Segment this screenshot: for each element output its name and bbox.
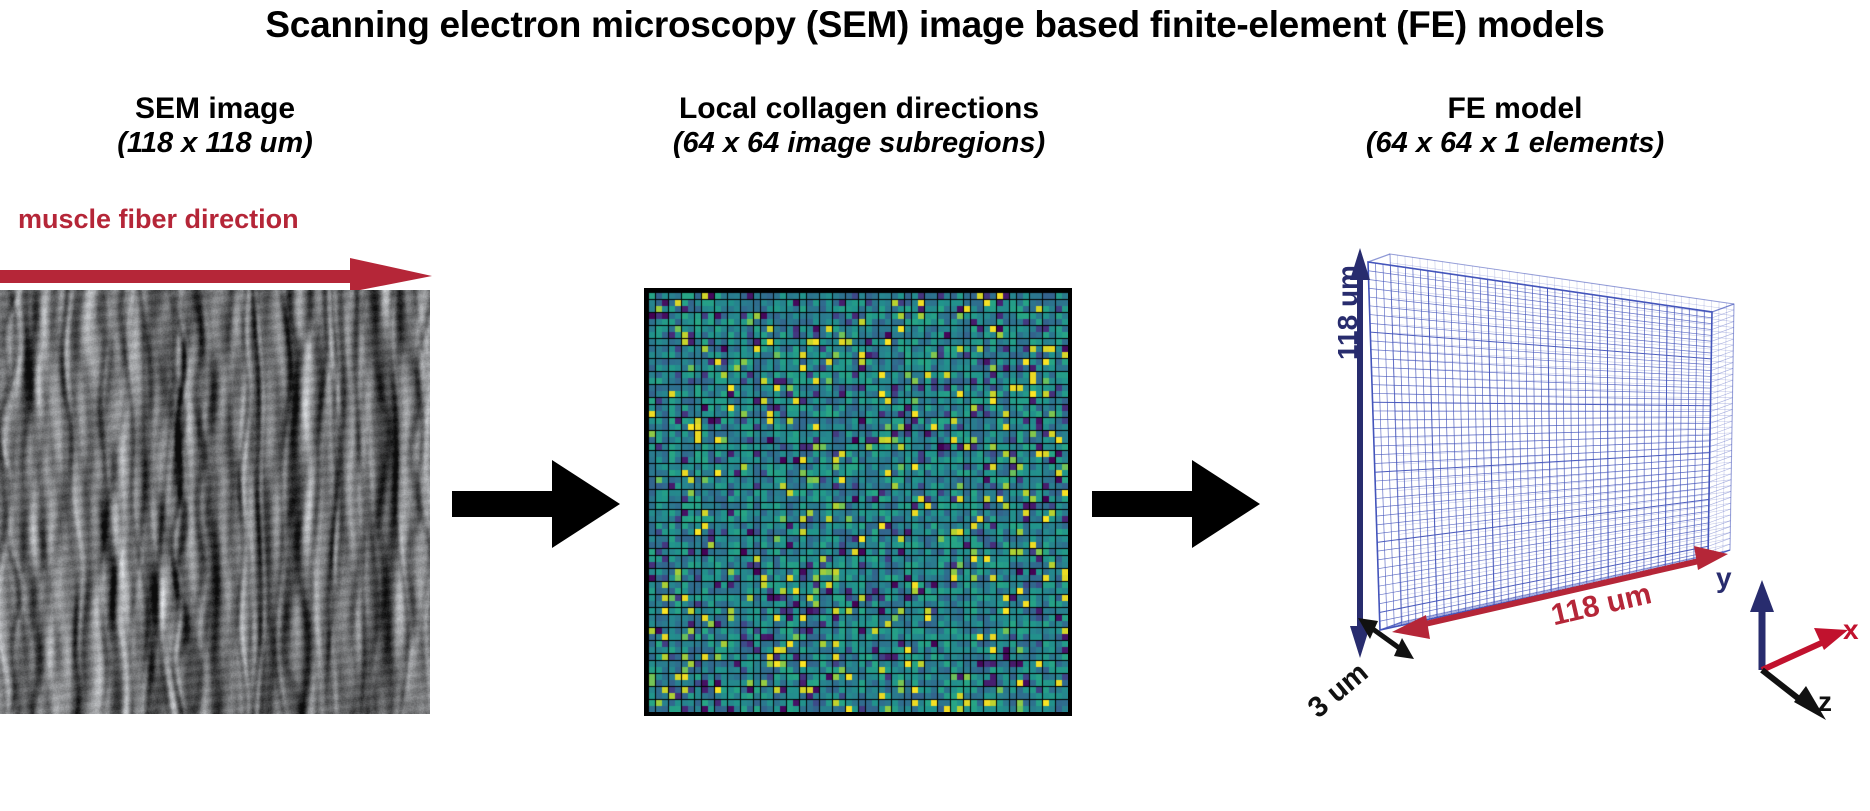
fe-width-arrow bbox=[1392, 546, 1728, 639]
axis-x-arrow bbox=[1760, 628, 1848, 673]
muscle-fiber-direction-label: muscle fiber direction bbox=[18, 204, 299, 234]
fe-depth-arrow bbox=[1358, 618, 1414, 659]
fe-model-mesh bbox=[1350, 248, 1735, 659]
collagen-heatmap-canvas bbox=[648, 292, 1068, 712]
fe-height-arrow bbox=[1350, 248, 1370, 658]
sem-panel-heading: SEM image bbox=[134, 92, 296, 125]
axis-y-label: y bbox=[1716, 562, 1732, 593]
sem-micrograph-image bbox=[0, 290, 430, 714]
collagen-direction-heatmap bbox=[644, 288, 1072, 716]
collagen-panel-subheading: (64 x 64 image subregions) bbox=[672, 127, 1046, 159]
axis-z-label: z bbox=[1818, 686, 1832, 717]
muscle-fiber-direction-arrow bbox=[0, 258, 432, 292]
fe-model-panel bbox=[1280, 190, 1870, 811]
fe-panel-caption: FE model (64 x 64 x 1 elements) bbox=[1290, 92, 1740, 160]
sem-to-collagen-arrow bbox=[452, 460, 620, 548]
axis-z-arrow bbox=[1760, 667, 1826, 720]
sem-panel-subheading: (118 x 118 um) bbox=[117, 127, 313, 159]
fe-height-label: 118 um bbox=[1332, 265, 1363, 360]
fe-panel-subheading: (64 x 64 x 1 elements) bbox=[1365, 127, 1665, 159]
figure-title: Scanning electron microscopy (SEM) image… bbox=[265, 4, 1605, 45]
axis-triad bbox=[1750, 580, 1848, 720]
collagen-panel-heading: Local collagen directions bbox=[678, 92, 1040, 125]
axis-y-arrow bbox=[1750, 580, 1774, 670]
axis-x-label: x bbox=[1843, 614, 1859, 645]
sem-panel-caption: SEM image (118 x 118 um) bbox=[0, 92, 430, 160]
collagen-panel-caption: Local collagen directions (64 x 64 image… bbox=[604, 92, 1114, 160]
collagen-to-fe-arrow bbox=[1092, 460, 1260, 548]
fe-panel-heading: FE model bbox=[1447, 92, 1583, 125]
sem-micrograph-canvas bbox=[0, 290, 430, 714]
